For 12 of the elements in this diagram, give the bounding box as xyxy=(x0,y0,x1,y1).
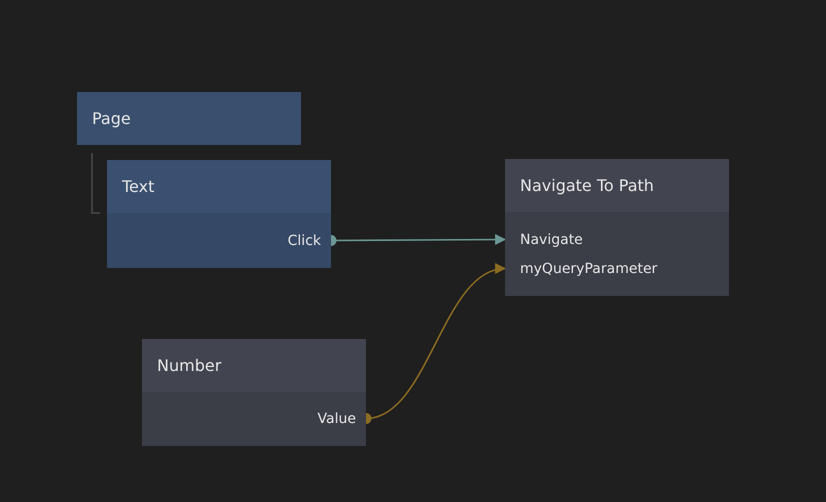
node-title: Navigate To Path xyxy=(520,176,654,195)
input-port: Navigate xyxy=(505,225,729,254)
node-title: Text xyxy=(122,177,154,196)
node-card xyxy=(505,159,729,296)
node-title: Number xyxy=(157,356,222,375)
node-card xyxy=(142,339,366,446)
node-card xyxy=(107,160,331,268)
hierarchy-line xyxy=(91,153,100,214)
node-title: Page xyxy=(92,109,131,128)
output-port: Click xyxy=(107,226,331,255)
input-port: myQueryParameter xyxy=(505,254,729,283)
output-port: Value xyxy=(142,404,366,433)
